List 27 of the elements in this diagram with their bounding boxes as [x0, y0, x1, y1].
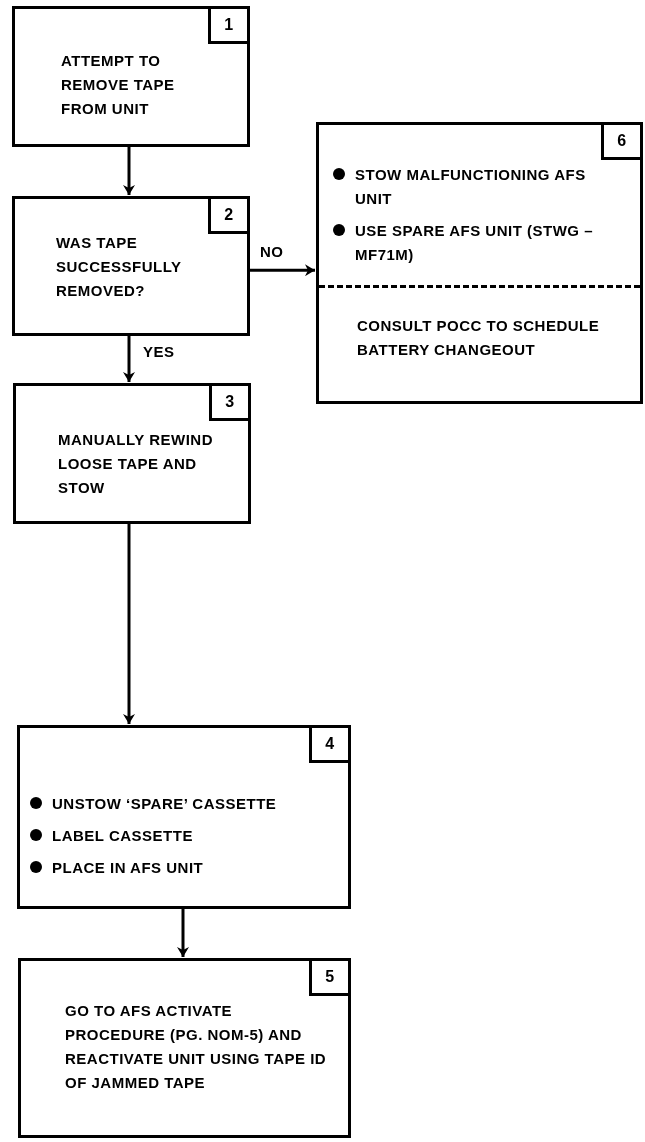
arrow [250, 264, 315, 277]
process-box [17, 725, 351, 909]
step-text: MANUALLY REWIND LOOSE TAPE AND STOW [58, 431, 213, 496]
bullet-text: PLACE IN AFS UNIT [52, 858, 204, 878]
step-text: GO TO AFS ACTIVATE PROCEDURE (PG. NOM-5) AND REACTIVATE UNIT USING TAPE ID OF JAMMED TAPE [65, 1002, 327, 1091]
step-number-box: 6 [601, 125, 640, 160]
process-box [12, 6, 250, 147]
step-number-box: 5 [309, 961, 348, 996]
arrow [123, 524, 135, 724]
arrow [177, 909, 189, 957]
process-box [316, 122, 643, 404]
step-number-box: 2 [208, 199, 247, 234]
process-box [13, 383, 251, 524]
bullet-text: USE SPARE AFS UNIT (STWG – MF71M) [355, 221, 594, 265]
step-text: CONSULT POCC TO SCHEDULE BATTERY CHANGEOUT [357, 317, 600, 358]
bullet-text: STOW MALFUNCTIONING AFS UNIT [355, 165, 587, 209]
step-number-box: 4 [309, 728, 348, 763]
bullet-text: LABEL CASSETTE [52, 826, 193, 846]
step-number-box: 1 [208, 9, 247, 44]
step-number-box: 3 [209, 386, 248, 421]
bullet-text: UNSTOW ‘SPARE’ CASSETTE [52, 794, 277, 814]
step-text: ATTEMPT TO REMOVE TAPE FROM UNIT [61, 52, 175, 117]
process-box [12, 196, 250, 336]
process-box [18, 958, 351, 1138]
arrow [123, 147, 135, 195]
step-text: WAS TAPE SUCCESSFULLY REMOVED? [56, 234, 182, 299]
arrow [123, 336, 135, 382]
